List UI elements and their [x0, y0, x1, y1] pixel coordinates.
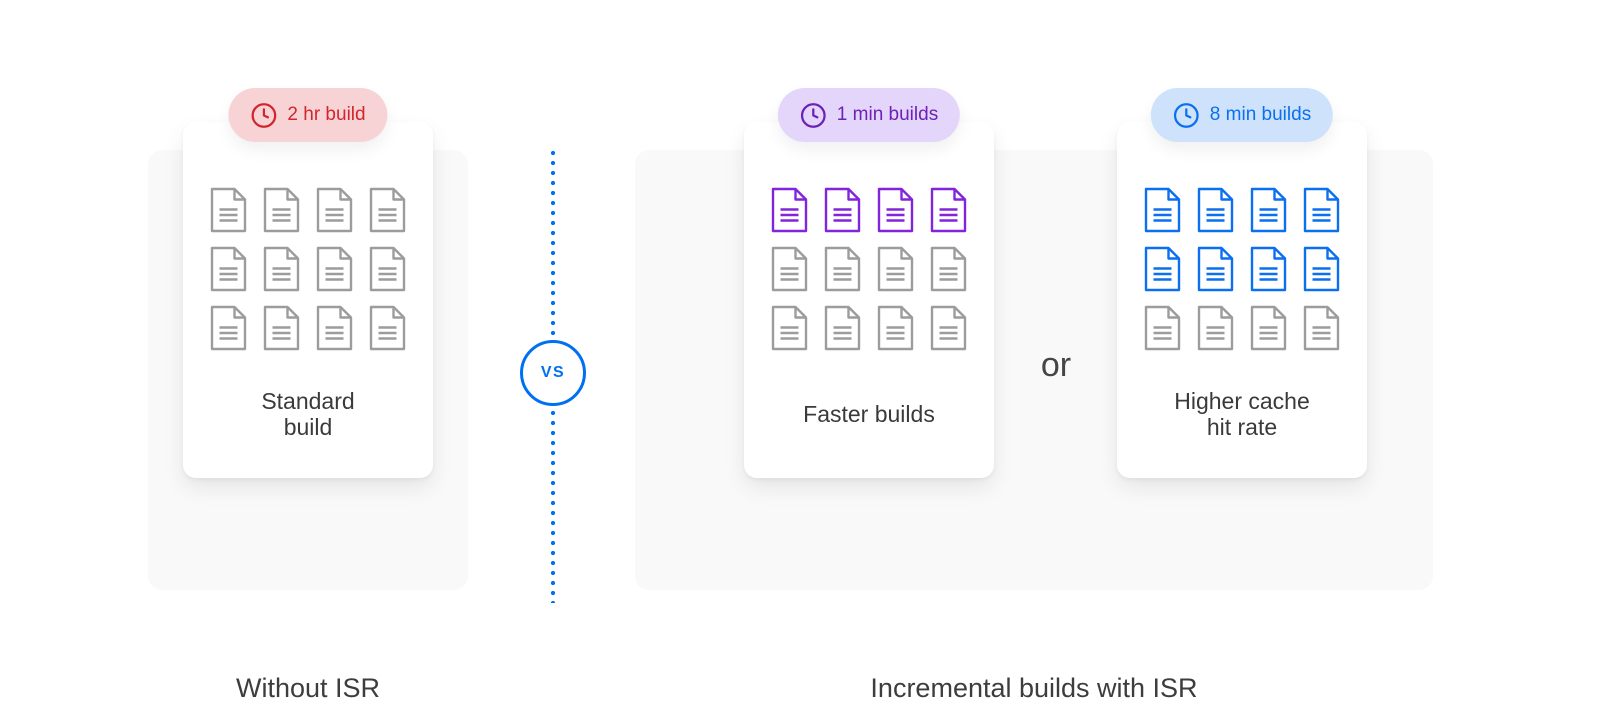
- document-icon: [369, 187, 406, 233]
- document-icon: [877, 305, 914, 351]
- document-icon: [210, 246, 247, 292]
- document-icon: [210, 305, 247, 351]
- document-icon: [930, 305, 967, 351]
- or-label: or: [1040, 346, 1072, 384]
- document-icon: [1197, 187, 1234, 233]
- card-caption-line: Standard: [261, 388, 355, 414]
- build-time-badge: 8 min builds: [1150, 88, 1334, 142]
- document-icon: [263, 305, 300, 351]
- pages-grid: [1144, 187, 1340, 351]
- document-icon: [210, 187, 247, 233]
- document-icon: [263, 246, 300, 292]
- document-icon: [1303, 187, 1340, 233]
- document-icon: [930, 187, 967, 233]
- build-time-badge: 2 hr build: [228, 88, 388, 142]
- clock-icon: [251, 102, 277, 128]
- clock-icon: [250, 102, 277, 129]
- vs-badge: VS: [520, 340, 586, 406]
- document-icon: [316, 246, 353, 292]
- document-icon: [1144, 246, 1181, 292]
- card-caption-line: hit rate: [1206, 414, 1278, 440]
- document-icon: [369, 246, 406, 292]
- document-icon: [1303, 305, 1340, 351]
- document-icon: [877, 246, 914, 292]
- document-icon: [930, 246, 967, 292]
- higher-cache-hit-rate-card: 8 min builds: [1117, 88, 1367, 478]
- build-time-badge-label: 2 hr build: [287, 104, 366, 125]
- card-caption-line: Higher cache: [1174, 388, 1310, 414]
- build-time-badge-label: 1 min builds: [836, 104, 939, 125]
- card-caption-line: Faster builds: [803, 401, 935, 427]
- document-icon: [771, 187, 808, 233]
- without-isr-label: Without ISR: [235, 673, 381, 703]
- document-icon: [369, 305, 406, 351]
- document-icon: [263, 187, 300, 233]
- build-time-badge-label: 8 min builds: [1209, 104, 1312, 125]
- document-icon: [1144, 305, 1181, 351]
- document-icon: [316, 305, 353, 351]
- document-icon: [771, 246, 808, 292]
- document-icon: [1250, 305, 1287, 351]
- clock-icon: [1173, 102, 1200, 129]
- isr-panel-label: Incremental builds with ISR: [870, 673, 1198, 703]
- document-icon: [1197, 246, 1234, 292]
- pages-grid: [771, 187, 967, 351]
- document-icon: [771, 305, 808, 351]
- document-icon: [1250, 246, 1287, 292]
- document-icon: [1250, 187, 1287, 233]
- pages-grid: [210, 187, 406, 351]
- clock-icon: [1173, 102, 1199, 128]
- document-icon: [1197, 305, 1234, 351]
- document-icon: [316, 187, 353, 233]
- document-icon: [824, 187, 861, 233]
- card-caption-line: build: [283, 414, 333, 440]
- document-icon: [824, 246, 861, 292]
- standard-build-card: 2 hr build: [183, 88, 433, 478]
- document-icon: [1303, 246, 1340, 292]
- document-icon: [877, 187, 914, 233]
- clock-icon: [800, 102, 827, 129]
- clock-icon: [800, 102, 826, 128]
- document-icon: [824, 305, 861, 351]
- build-time-badge: 1 min builds: [777, 88, 961, 142]
- document-icon: [1144, 187, 1181, 233]
- faster-builds-card: 1 min builds: [744, 88, 994, 478]
- card-caption: Faster builds: [744, 386, 994, 442]
